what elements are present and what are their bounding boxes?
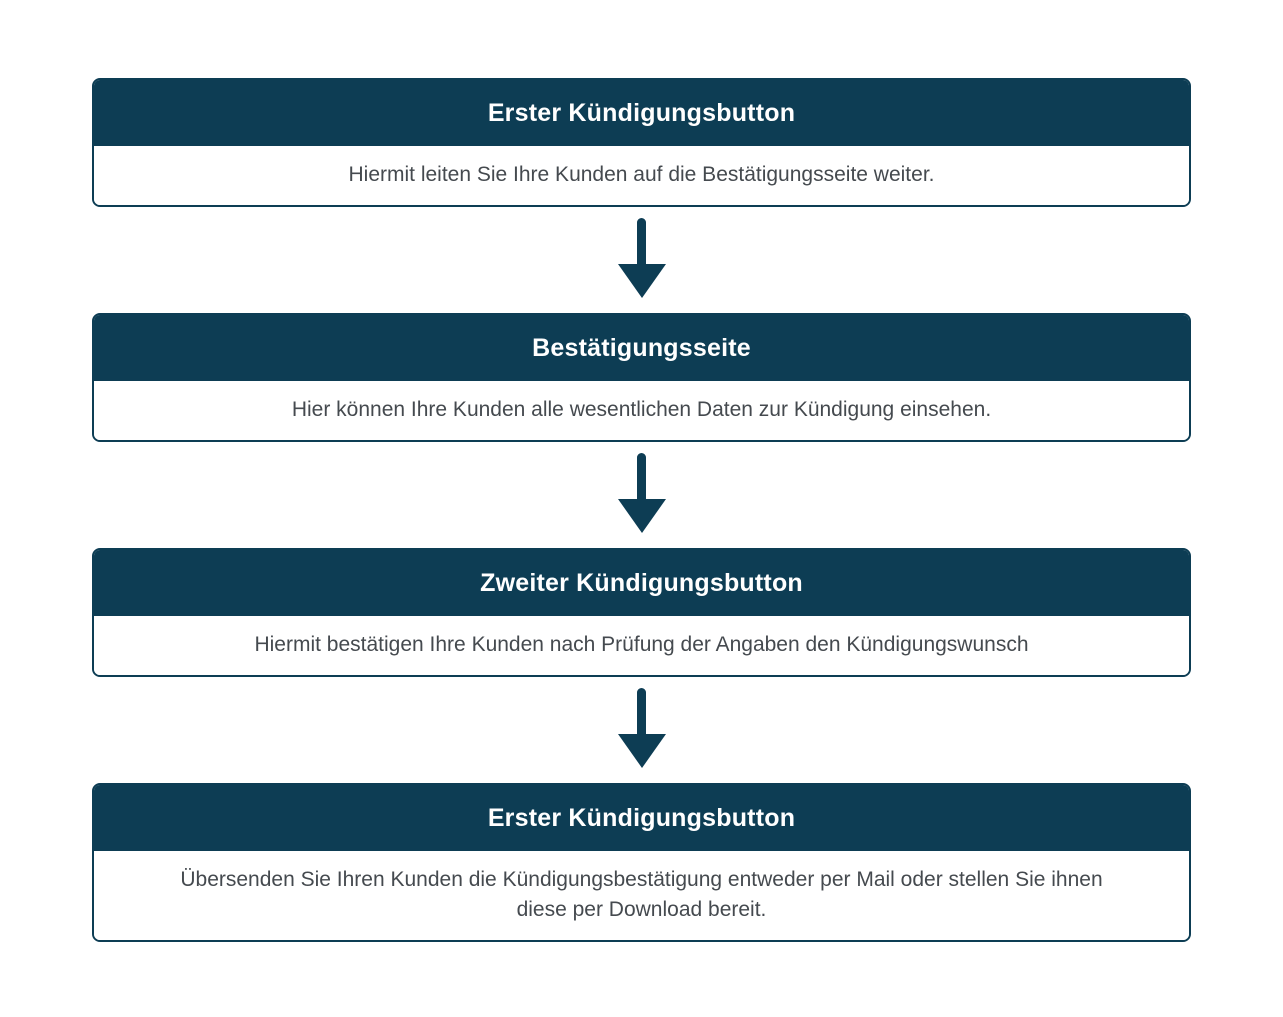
step-2-body: Hier können Ihre Kunden alle wesentliche… bbox=[94, 381, 1189, 440]
step-3-description: Hiermit bestätigen Ihre Kunden nach Prüf… bbox=[254, 633, 1029, 656]
arrow-down-icon bbox=[617, 453, 666, 533]
step-1-title: Erster Kündigungsbutton bbox=[487, 99, 796, 127]
arrow-down-icon bbox=[617, 688, 666, 768]
step-1-body: Hiermit leiten Sie Ihre Kunden auf die B… bbox=[94, 146, 1189, 205]
arrow-head bbox=[617, 499, 666, 533]
flow-step-2: Bestätigungsseite Hier können Ihre Kunde… bbox=[92, 313, 1191, 442]
step-1-title-bar: Erster Kündigungsbutton bbox=[94, 80, 1189, 146]
step-3-body: Hiermit bestätigen Ihre Kunden nach Prüf… bbox=[94, 616, 1189, 675]
arrow-down-icon bbox=[617, 218, 666, 298]
arrow-head bbox=[617, 734, 666, 768]
arrow-head bbox=[617, 264, 666, 298]
step-3-title: Zweiter Kündigungsbutton bbox=[480, 569, 803, 597]
flow-step-4: Erster Kündigungsbutton Übersenden Sie I… bbox=[92, 783, 1191, 942]
step-2-title-bar: Bestätigungsseite bbox=[94, 315, 1189, 381]
step-4-title-bar: Erster Kündigungsbutton bbox=[94, 785, 1189, 851]
flow-step-3: Zweiter Kündigungsbutton Hiermit bestäti… bbox=[92, 548, 1191, 677]
step-1-description: Hiermit leiten Sie Ihre Kunden auf die B… bbox=[348, 163, 935, 186]
flowchart: Erster Kündigungsbutton Hiermit leiten S… bbox=[92, 0, 1191, 942]
arrow-stem bbox=[637, 218, 646, 265]
step-2-title: Bestätigungsseite bbox=[532, 334, 751, 362]
step-3-title-bar: Zweiter Kündigungsbutton bbox=[94, 550, 1189, 616]
step-4-body: Übersenden Sie Ihren Kunden die Kündigun… bbox=[94, 851, 1189, 940]
flow-step-1: Erster Kündigungsbutton Hiermit leiten S… bbox=[92, 78, 1191, 207]
step-2-description: Hier können Ihre Kunden alle wesentliche… bbox=[291, 398, 992, 421]
arrow-stem bbox=[637, 453, 646, 500]
step-4-title: Erster Kündigungsbutton bbox=[487, 804, 796, 832]
arrow-stem bbox=[637, 688, 646, 735]
step-4-description: Übersenden Sie Ihren Kunden die Kündigun… bbox=[180, 868, 1103, 921]
